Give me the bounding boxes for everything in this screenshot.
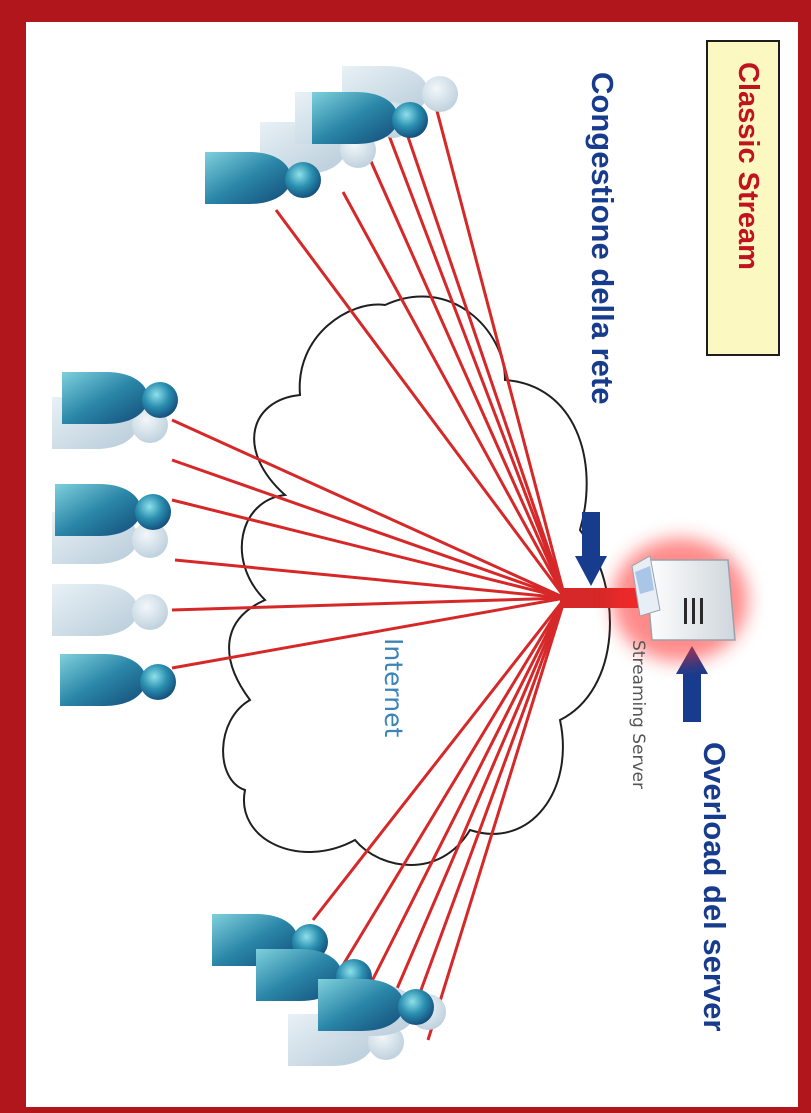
client-head bbox=[140, 664, 176, 700]
connection-line bbox=[368, 597, 567, 986]
client-head bbox=[142, 382, 178, 418]
client-head bbox=[135, 494, 171, 530]
client-group bbox=[52, 66, 458, 1066]
connection-line bbox=[171, 498, 566, 600]
client-head bbox=[422, 76, 458, 112]
connection-line bbox=[388, 597, 567, 1006]
client-head bbox=[285, 162, 321, 198]
streaming-server-icon bbox=[612, 538, 748, 662]
connection-line bbox=[341, 191, 567, 599]
internet-cloud bbox=[222, 295, 611, 866]
client-user-icon bbox=[52, 584, 168, 636]
connection-line bbox=[383, 124, 567, 599]
connection-line bbox=[430, 91, 567, 599]
client-user-icon bbox=[60, 654, 176, 706]
connection-line bbox=[426, 597, 567, 1041]
client-body bbox=[62, 372, 148, 424]
connection-line bbox=[171, 596, 566, 612]
client-head bbox=[132, 594, 168, 630]
server-overload-label: Overload del server bbox=[697, 742, 732, 1032]
client-user-icon bbox=[55, 484, 171, 536]
connection-line bbox=[311, 597, 567, 921]
client-body bbox=[55, 484, 141, 536]
client-body bbox=[60, 654, 146, 706]
connection-line bbox=[408, 597, 567, 1021]
network-congestion-label: Congestione della rete bbox=[585, 72, 620, 405]
client-body bbox=[318, 979, 404, 1031]
client-head bbox=[132, 522, 168, 558]
title-box bbox=[706, 40, 780, 356]
connection-line bbox=[403, 127, 567, 599]
connection-line bbox=[341, 597, 567, 966]
connection-line bbox=[174, 558, 566, 600]
connection-line bbox=[171, 458, 566, 600]
client-head bbox=[398, 989, 434, 1025]
client-head bbox=[392, 102, 428, 138]
diagram-title: Classic Stream bbox=[732, 62, 764, 270]
connection-line bbox=[363, 147, 567, 599]
connection-lines bbox=[171, 91, 567, 1041]
client-user-icon bbox=[205, 152, 321, 204]
congestion-arrow bbox=[575, 512, 607, 586]
client-body bbox=[205, 152, 291, 204]
client-user-icon bbox=[318, 979, 434, 1031]
internet-label: Internet bbox=[379, 638, 408, 738]
connection-line bbox=[171, 418, 566, 600]
client-body bbox=[312, 92, 398, 144]
client-body bbox=[52, 584, 138, 636]
streaming-server-label: Streaming Server bbox=[628, 640, 648, 789]
connection-line bbox=[171, 596, 566, 670]
client-user-icon bbox=[312, 92, 428, 144]
connection-line bbox=[274, 209, 567, 599]
client-user-icon bbox=[62, 372, 178, 424]
